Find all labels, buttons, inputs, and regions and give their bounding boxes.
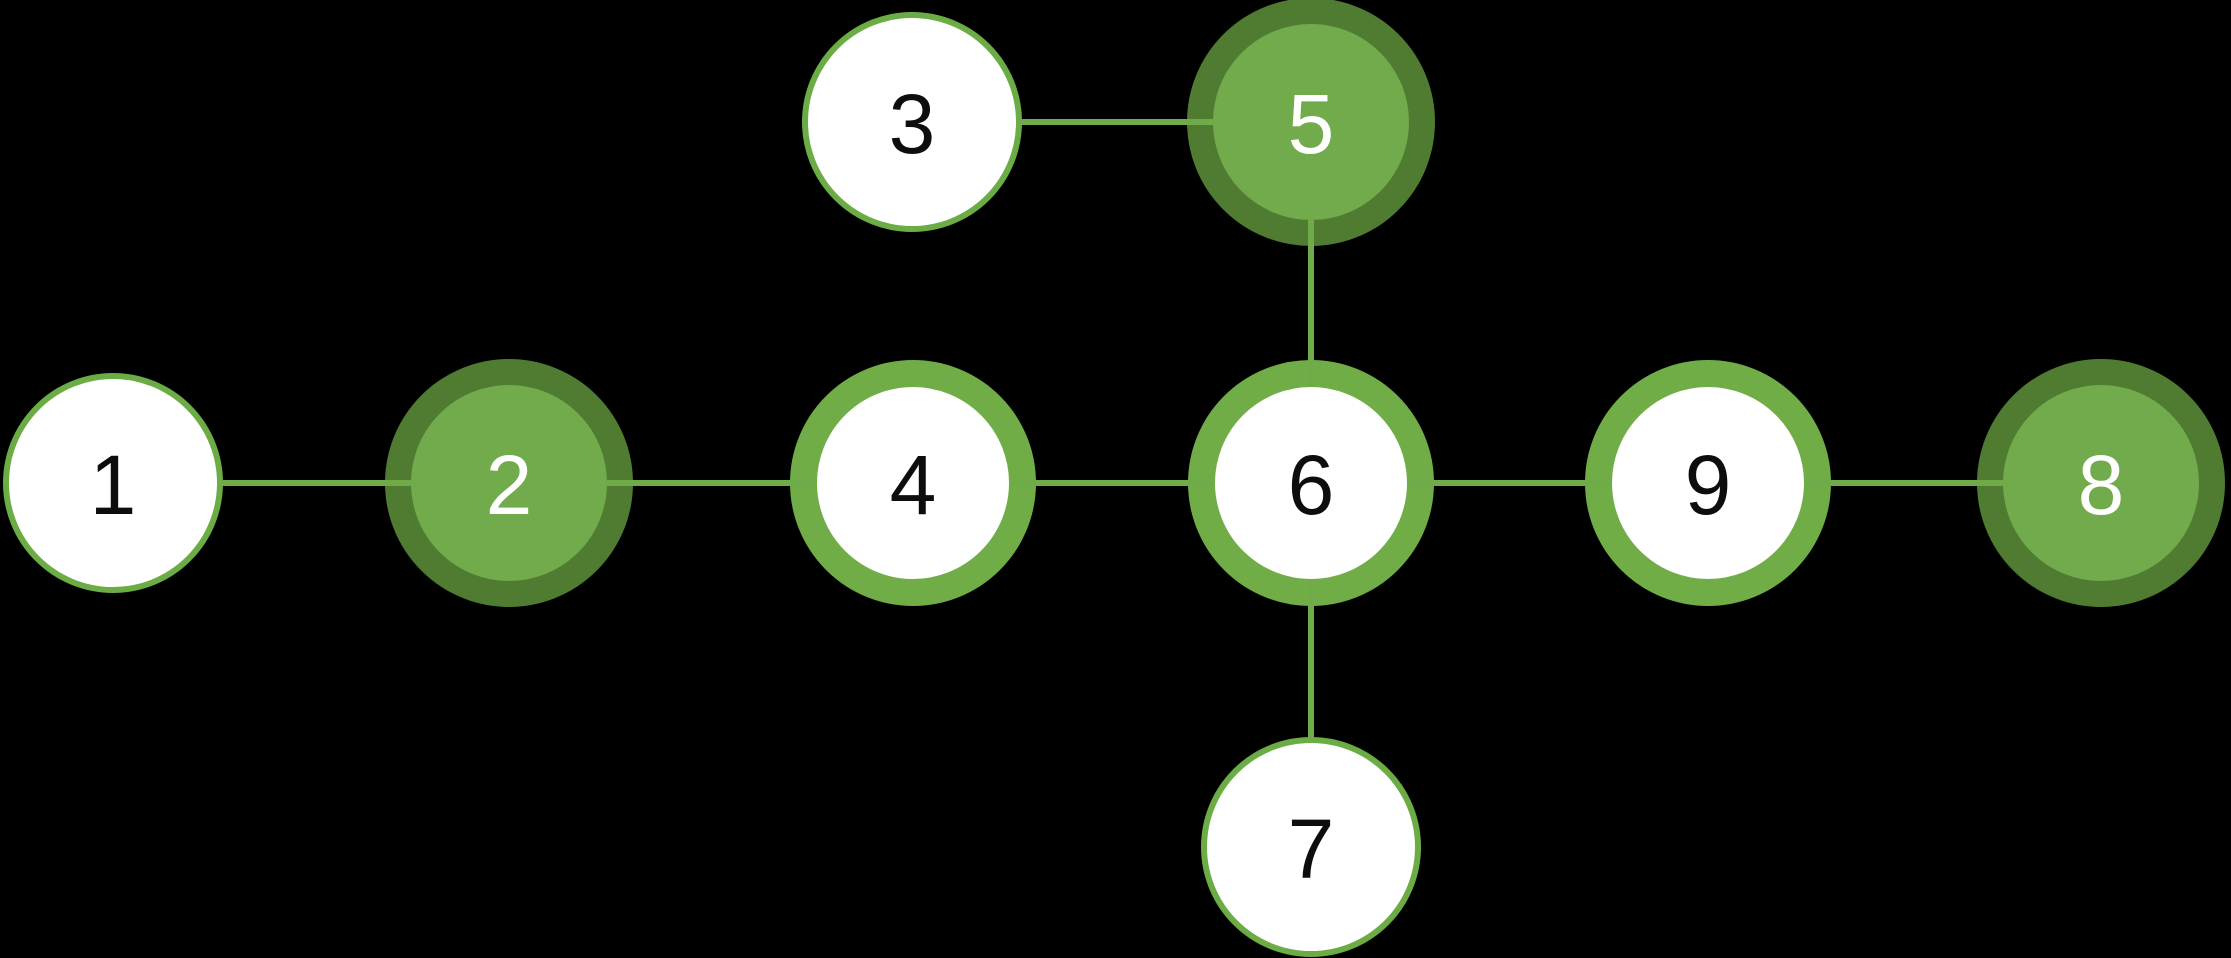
node-label: 1: [89, 438, 137, 532]
node-7[interactable]: 7: [1201, 737, 1421, 957]
node-6[interactable]: 6: [1188, 360, 1434, 606]
node-5[interactable]: 5: [1187, 0, 1435, 246]
node-1[interactable]: 1: [3, 373, 223, 593]
node-8[interactable]: 8: [1977, 359, 2225, 607]
node-label: 3: [888, 77, 936, 171]
node-label: 7: [1287, 802, 1335, 896]
node-3[interactable]: 3: [802, 12, 1022, 232]
node-label: 6: [1287, 438, 1335, 532]
node-2[interactable]: 2: [385, 359, 633, 607]
node-label: 9: [1684, 438, 1732, 532]
node-4[interactable]: 4: [790, 360, 1036, 606]
node-label: 4: [889, 438, 937, 532]
node-label: 8: [2077, 438, 2125, 532]
node-label: 2: [485, 438, 533, 532]
node-9[interactable]: 9: [1585, 360, 1831, 606]
node-label: 5: [1287, 77, 1335, 171]
